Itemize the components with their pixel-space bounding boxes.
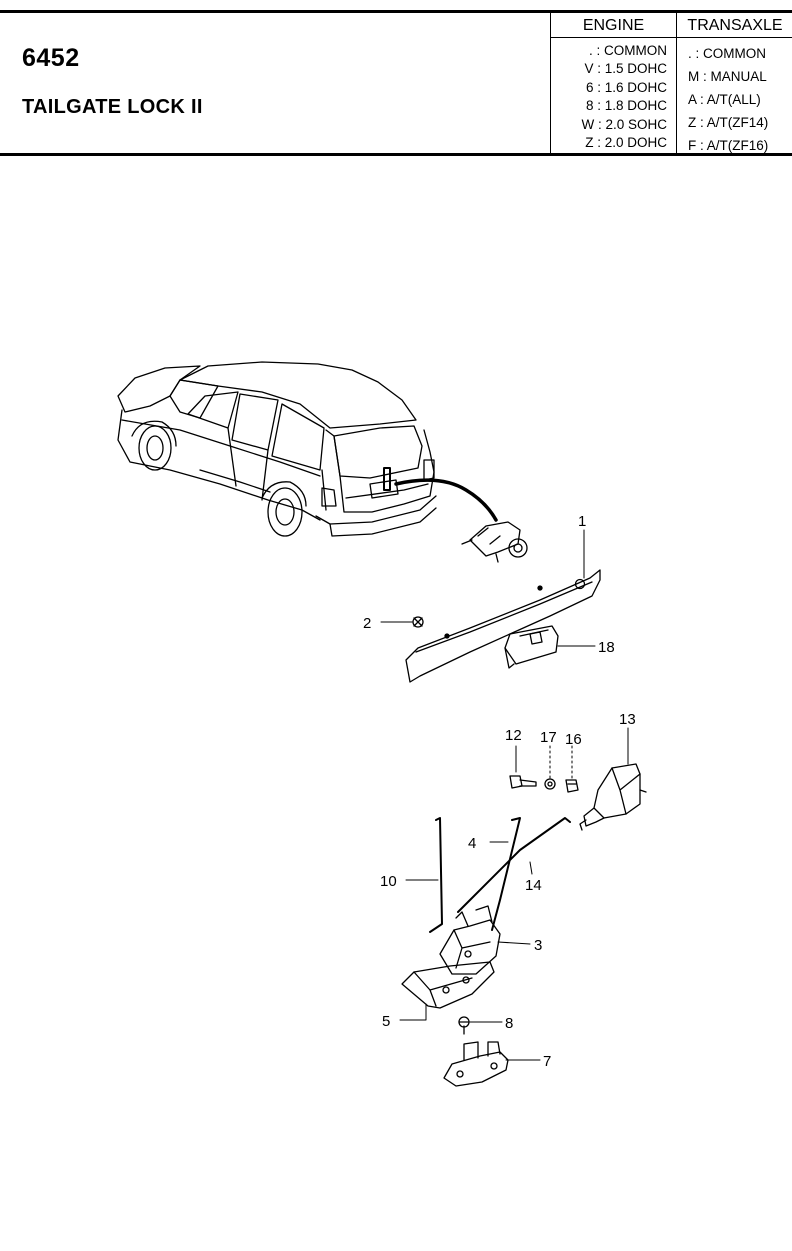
section-title: TAILGATE LOCK II [22,96,203,118]
transaxle-legend-heading: TRANSAXLE [677,13,792,38]
engine-legend: ENGINE . : COMMON V : 1.5 DOHC 6 : 1.6 D… [550,13,676,153]
latch-base-plate [401,961,495,1009]
callout-3: 3 [534,937,542,954]
callout-17: 17 [540,729,557,746]
callout-13: 13 [619,711,636,728]
header-bottom-rule [0,153,792,156]
engine-legend-row: 8 : 1.8 DOHC [585,98,667,114]
striker [443,1041,509,1087]
callout-2: 2 [363,615,371,632]
leader-lines [380,529,629,1061]
engine-legend-heading: ENGINE [551,13,676,38]
callout-1: 1 [578,513,586,530]
bolt [509,775,537,789]
car-illustration [117,361,498,537]
callout-16: 16 [565,731,582,748]
transaxle-legend-row: M : MANUAL [688,69,767,84]
engine-legend-row: 6 : 1.6 DOHC [585,79,667,95]
washer [544,778,556,790]
callout-4: 4 [468,835,476,852]
callout-14: 14 [525,877,542,894]
callout-8: 8 [505,1015,513,1032]
transaxle-legend-row: Z : A/T(ZF14) [688,115,769,130]
control-rod-14 [457,817,571,913]
header-top-rule [0,10,792,13]
engine-legend-row: W : 2.0 SOHC [581,116,667,132]
control-rod-10 [429,817,443,933]
callout-10: 10 [380,873,397,890]
nut [565,779,579,793]
switch-bracket [504,625,559,669]
callout-12: 12 [505,727,522,744]
lock-actuator [579,763,647,831]
engine-legend-row: V : 1.5 DOHC [584,61,667,77]
transaxle-legend-row: . : COMMON [688,46,766,61]
callout-labels: 1 2 18 12 17 16 13 4 10 14 3 5 8 7 [363,513,636,1070]
tailgate-lock-assembly [461,521,528,563]
tailgate-garnish [405,569,601,683]
screw [458,1016,470,1035]
callout-18: 18 [598,639,615,656]
callout-7: 7 [543,1053,551,1070]
engine-legend-row: Z : 2.0 DOHC [585,135,667,151]
nut [412,616,424,628]
transaxle-legend-row: F : A/T(ZF16) [688,138,769,153]
section-code: 6452 [22,44,80,72]
callout-5: 5 [382,1013,390,1030]
transaxle-legend-row: A : A/T(ALL) [688,92,761,107]
transaxle-legend: TRANSAXLE . : COMMON M : MANUAL A : A/T(… [676,13,792,153]
engine-legend-row: . : COMMON [589,43,667,58]
